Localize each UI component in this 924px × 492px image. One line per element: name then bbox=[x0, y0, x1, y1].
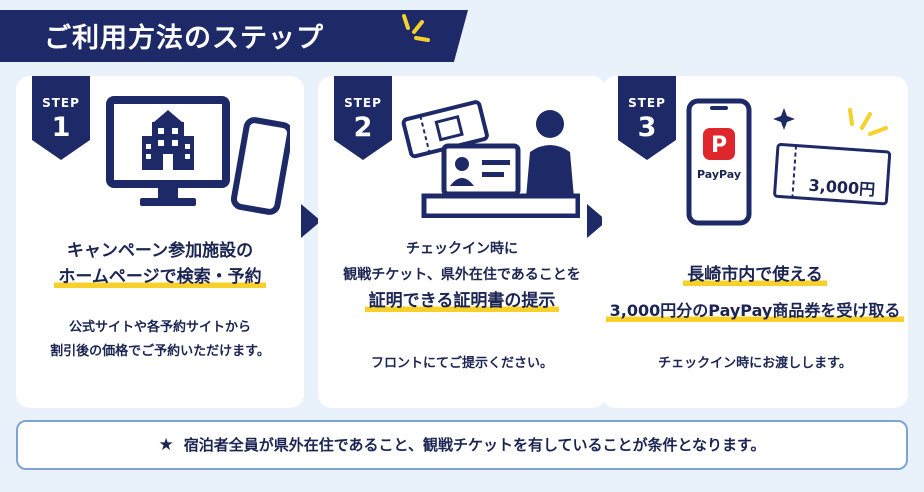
step-1-headline-2: ホームページで検索・予約 bbox=[54, 264, 266, 290]
reception-illustration bbox=[401, 100, 580, 218]
arrow-right-icon bbox=[587, 204, 607, 238]
step-1-detail-2: 割引後の価格でご予約いただけます。 bbox=[50, 344, 270, 359]
svg-text:P: P bbox=[711, 133, 727, 158]
reception-desk-icon bbox=[421, 193, 580, 218]
step-3-card: STEP 3 P PayPay 3,000円 長崎市内で使える 3,000円分の… bbox=[602, 76, 908, 408]
paypay-logo-icon: P bbox=[703, 128, 735, 160]
step-badge-number: 3 bbox=[637, 112, 657, 143]
step-2-card: STEP 2 チェックイン時に 観戦チケット、県外在住であることを 証明できる証… bbox=[318, 76, 606, 408]
voucher-icon bbox=[773, 108, 892, 206]
step-3-detail-1: チェックイン時にお渡しします。 bbox=[658, 356, 852, 371]
smartphone-icon bbox=[230, 117, 290, 215]
step-badge-number: 1 bbox=[51, 112, 71, 143]
step-badge-shape bbox=[32, 76, 90, 160]
monitor-icon bbox=[106, 96, 290, 215]
step-badge-number: 2 bbox=[353, 112, 373, 143]
step-1-headline-1: キャンペーン参加施設の bbox=[66, 241, 254, 261]
step-1-card: STEP 1 キャンペーン参加施設の ホームページで検索・予約 公式サイトや各予… bbox=[16, 76, 304, 408]
step-badge: STEP 2 bbox=[334, 76, 392, 164]
step-2-headline-3: 証明できる証明書の提示 bbox=[364, 288, 560, 314]
step-badge-label: STEP bbox=[344, 96, 382, 110]
step-badge-label: STEP bbox=[42, 96, 80, 110]
step-1-detail-1: 公式サイトや各予約サイトから bbox=[68, 320, 251, 335]
sparkle-icon bbox=[773, 108, 795, 130]
conditions-note: ★ 宿泊者全員が県外在住であること、観戦チケットを有していることが条件となります。 bbox=[16, 420, 908, 470]
step-3-headline-1: 長崎市内で使える bbox=[683, 262, 827, 288]
conditions-text: 宿泊者全員が県外在住であること、観戦チケットを有していることが条件となります。 bbox=[183, 436, 766, 454]
arrow-right-icon bbox=[301, 204, 321, 238]
step-3-headline-2: 3,000円分のPayPay商品券を受け取る bbox=[605, 298, 905, 324]
step-2-headline-2: 観戦チケット、県外在住であることを bbox=[343, 267, 581, 283]
step-badge: STEP 1 bbox=[32, 76, 90, 164]
step-2-detail-1: フロントにてご提示ください。 bbox=[370, 356, 553, 371]
person-icon bbox=[526, 110, 574, 198]
step-2-headline-1: チェックイン時に bbox=[406, 241, 518, 257]
step-badge-label: STEP bbox=[628, 96, 666, 110]
star-icon: ★ bbox=[158, 435, 174, 455]
sparkle-rays-icon bbox=[402, 14, 430, 42]
building-icon bbox=[142, 110, 194, 170]
step-badge: STEP 3 bbox=[618, 76, 676, 164]
step-badge-shape bbox=[618, 76, 676, 160]
step-badge-shape bbox=[334, 76, 392, 160]
page-title: ご利用方法のステップ bbox=[44, 23, 324, 54]
title-band bbox=[0, 10, 468, 62]
smartphone-icon: P bbox=[686, 98, 752, 226]
paypay-app-label: PayPay bbox=[696, 168, 742, 181]
id-card-icon bbox=[441, 143, 521, 197]
